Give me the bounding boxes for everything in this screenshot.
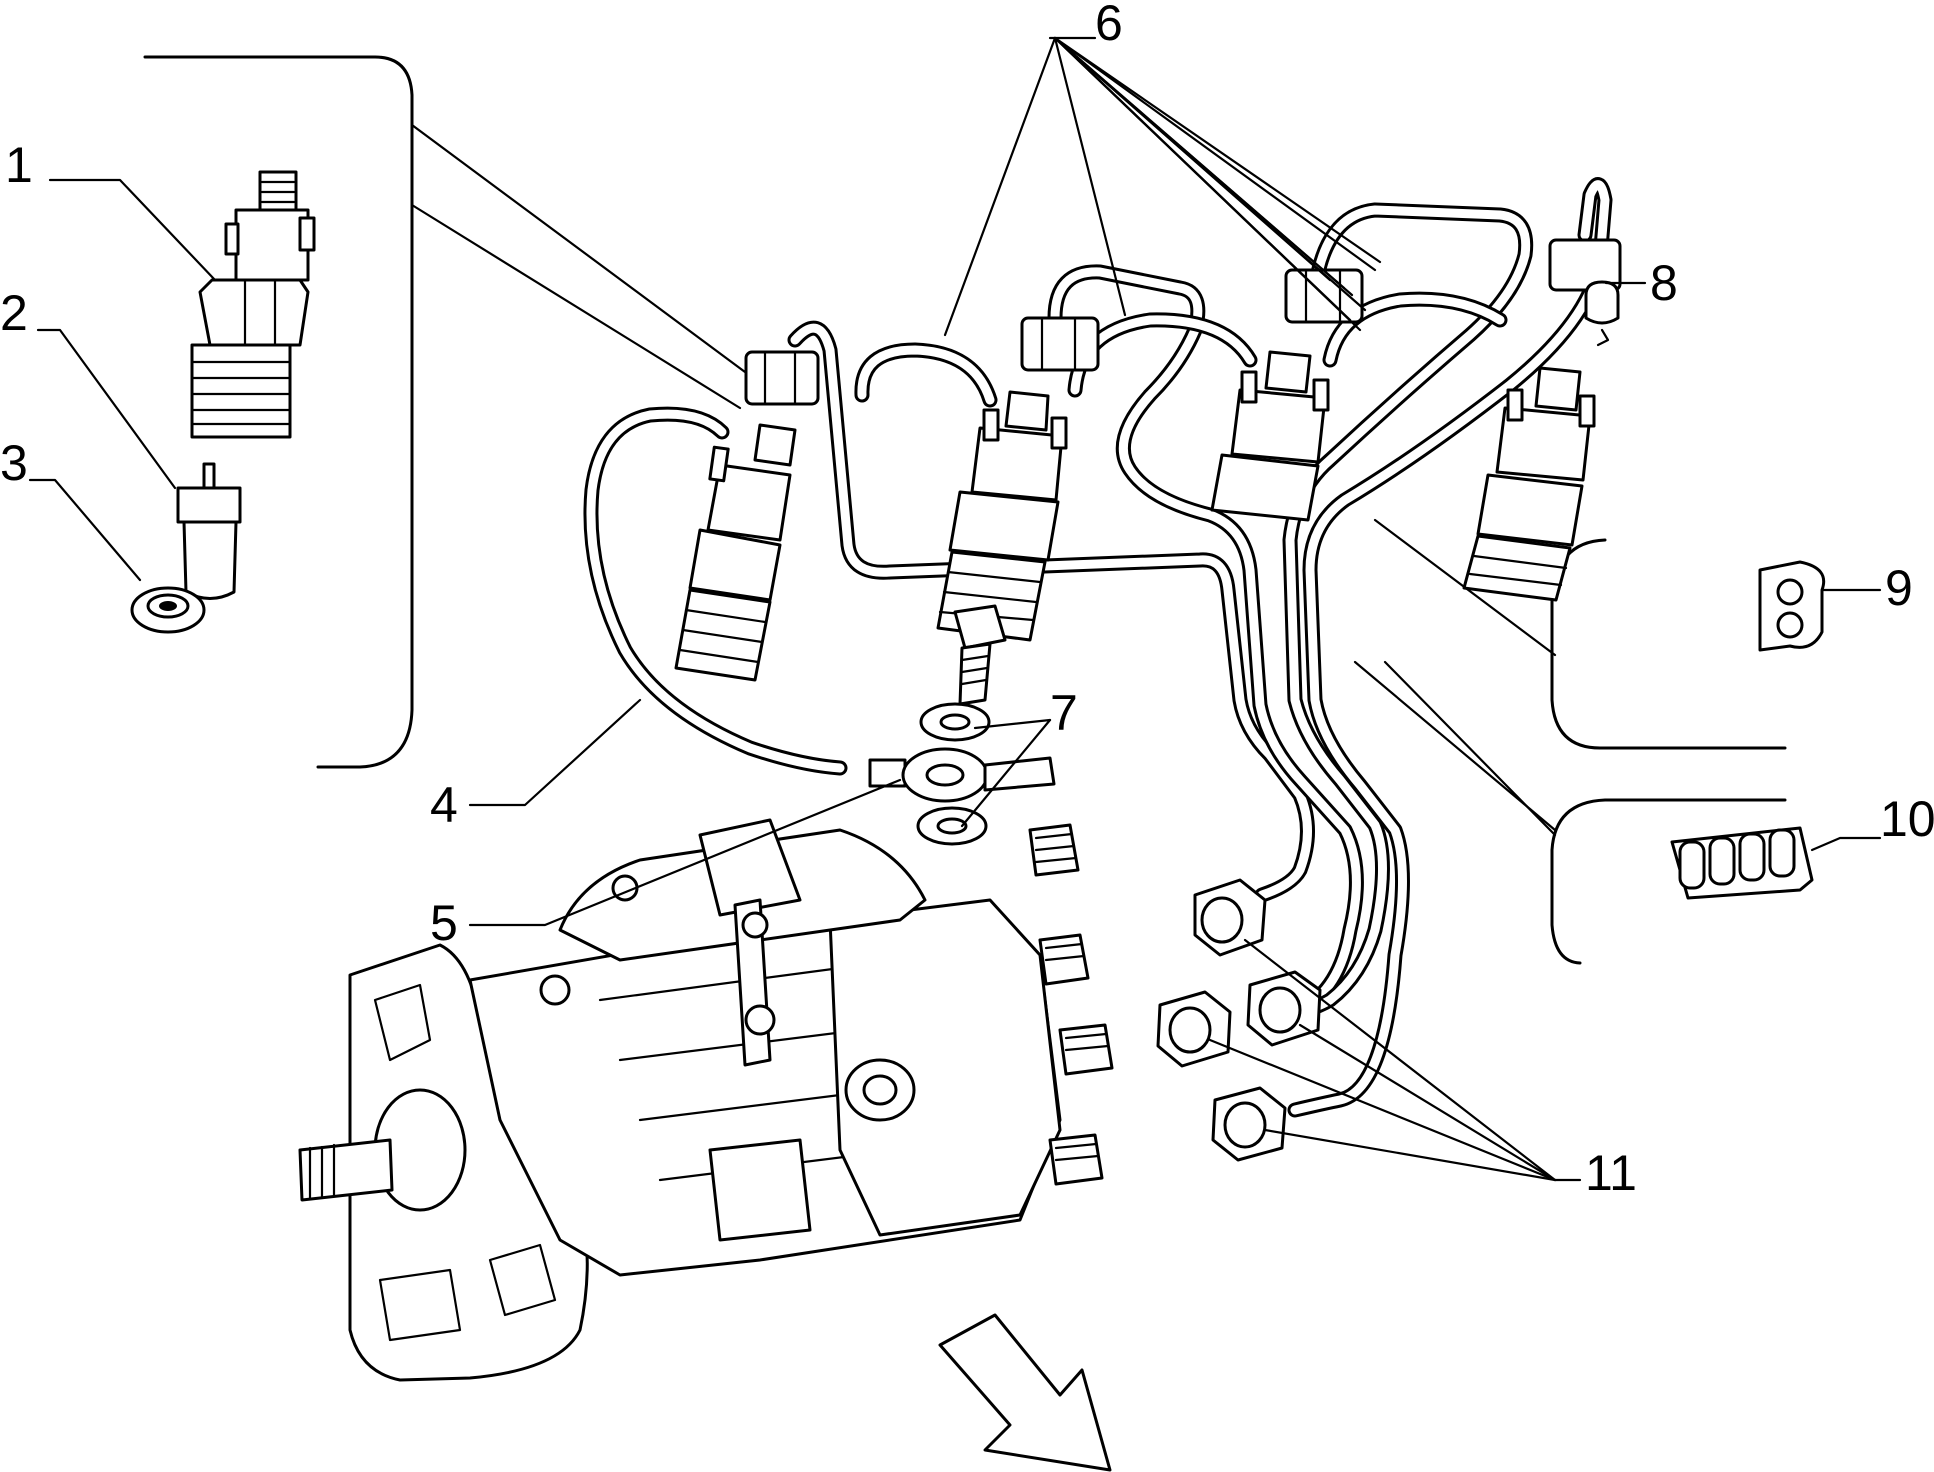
bracket-left-injector-group xyxy=(143,55,414,769)
injection-pump xyxy=(298,818,1114,1382)
pipe-clip-4way xyxy=(1670,826,1814,900)
callout-8: 8 xyxy=(1650,255,1678,311)
callout-4: 4 xyxy=(430,777,458,833)
injector-1 xyxy=(674,350,820,682)
leader-lines xyxy=(28,36,1882,1182)
callout-3: 3 xyxy=(0,435,28,491)
union-nut-3 xyxy=(1156,990,1232,1068)
callout-9: 9 xyxy=(1885,560,1913,616)
cap xyxy=(1584,280,1620,347)
injector-nozzle xyxy=(176,462,242,600)
callout-1: 1 xyxy=(5,137,33,193)
injector-3 xyxy=(1210,268,1364,522)
banjo-fitting xyxy=(868,604,1056,846)
union-nut-4 xyxy=(1211,1086,1287,1162)
direction-arrow xyxy=(938,1313,1112,1472)
bracket-right-clip-group xyxy=(1550,538,1787,965)
union-nut-2 xyxy=(1246,970,1322,1047)
pipe-clip-2way xyxy=(1758,560,1826,652)
sealing-washer xyxy=(130,586,206,634)
injector-standalone xyxy=(190,170,316,439)
callout-labels: 1 2 3 4 5 6 7 8 9 10 11 xyxy=(0,0,1934,1201)
injector-4 xyxy=(1462,238,1622,602)
callout-2: 2 xyxy=(0,285,28,341)
callout-11: 11 xyxy=(1585,1145,1637,1201)
callout-7: 7 xyxy=(1050,685,1078,741)
union-nuts xyxy=(1156,878,1322,1162)
callout-6: 6 xyxy=(1095,0,1123,51)
callout-10: 10 xyxy=(1880,791,1934,847)
union-nut-1 xyxy=(1193,878,1267,957)
callout-5: 5 xyxy=(430,895,458,951)
